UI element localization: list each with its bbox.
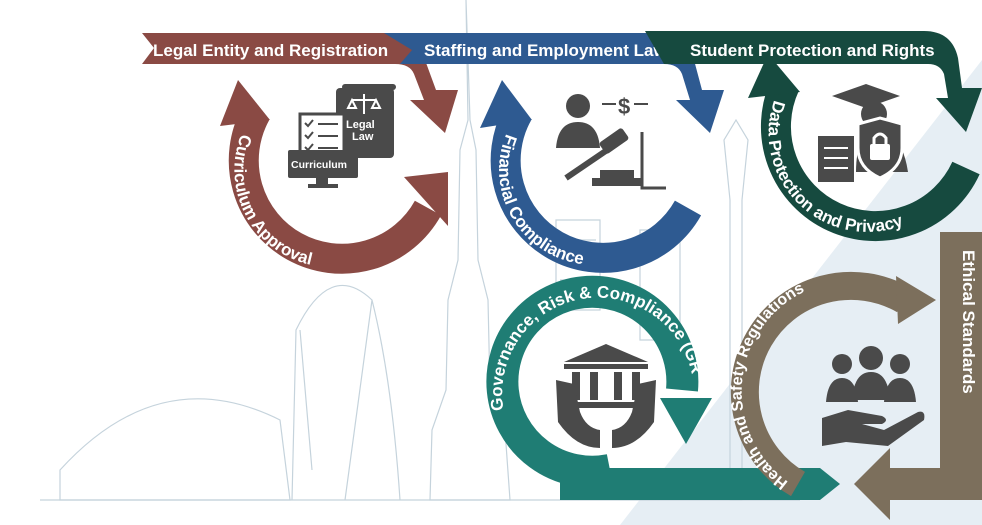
staffing-circle-arrowhead bbox=[480, 80, 532, 128]
legal-circle-arrowhead-2 bbox=[404, 172, 448, 226]
staffing-circle-label: Financial Compliance bbox=[495, 132, 585, 268]
staffing-icon-group: $ bbox=[556, 94, 666, 190]
staffing-circle-arrow bbox=[490, 105, 702, 273]
bank-icon bbox=[564, 344, 648, 408]
staffing-circle-text: Financial Compliance bbox=[495, 132, 585, 268]
student-circle-arrowhead bbox=[748, 54, 800, 98]
student-banner-arrow bbox=[645, 31, 982, 132]
ethics-banner-text: Ethical Standards bbox=[959, 250, 978, 394]
hands-icon bbox=[556, 380, 656, 448]
ethics-banner-label: Ethical Standards bbox=[959, 250, 978, 394]
legal-doc-line2: Law bbox=[352, 131, 374, 143]
legal-circle-arrowhead bbox=[220, 80, 270, 126]
ethics-icon-group bbox=[822, 346, 925, 446]
student-icon-group bbox=[818, 84, 908, 182]
legal-banner-label: Legal Entity and Registration bbox=[153, 41, 388, 60]
health-circle-arrowhead bbox=[896, 276, 936, 324]
student-circle-arrow bbox=[760, 78, 980, 242]
student-banner-label: Student Protection and Rights bbox=[690, 41, 935, 60]
staffing-step: Staffing and Employment Laws Financial C… bbox=[384, 33, 724, 273]
staffing-banner-label: Staffing and Employment Laws bbox=[424, 41, 676, 60]
legal-icon-group: Legal Law Curriculum bbox=[288, 84, 396, 188]
staffing-banner-arrow bbox=[384, 33, 724, 133]
grc-icon-group bbox=[556, 344, 656, 448]
business-person-icon bbox=[556, 94, 600, 148]
grc-circle-arrowhead bbox=[660, 398, 712, 444]
curriculum-label: Curriculum bbox=[291, 159, 347, 171]
caring-hand-icon bbox=[822, 410, 925, 446]
ethics-banner-arrow bbox=[854, 232, 982, 520]
dollar-sign: $ bbox=[618, 94, 630, 119]
people-group-icon bbox=[826, 346, 916, 402]
balance-scale-icon bbox=[346, 94, 382, 114]
gavel-icon bbox=[564, 128, 642, 186]
burj-al-arab-outline bbox=[291, 284, 401, 501]
student-step: Student Protection and Rights Data Prote… bbox=[645, 31, 982, 242]
legal-banner-arrow bbox=[142, 33, 458, 133]
legal-step: Legal Entity and Registration Curriculum… bbox=[142, 33, 458, 274]
dome-building-outline bbox=[59, 398, 291, 501]
legal-circle-arrow bbox=[228, 105, 442, 274]
computer-icon bbox=[288, 150, 358, 178]
health-circle-arrow bbox=[730, 271, 911, 497]
legal-doc-line1: Legal bbox=[346, 119, 375, 131]
grc-circle-arrow bbox=[486, 275, 699, 488]
